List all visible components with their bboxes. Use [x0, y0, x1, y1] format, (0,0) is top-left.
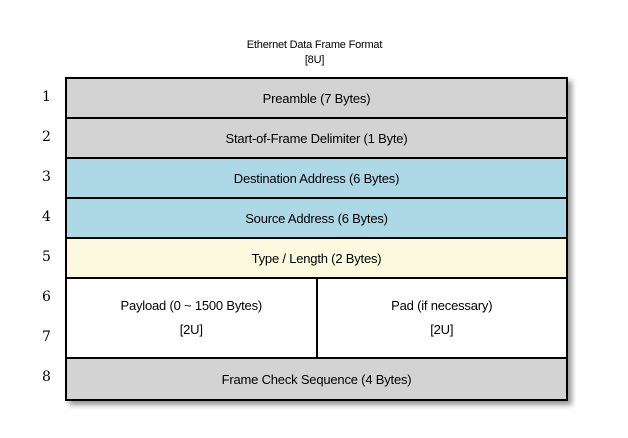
row-source-address-label: Source Address (6 Bytes)	[245, 210, 388, 226]
row-fcs-label: Frame Check Sequence (4 Bytes)	[221, 371, 412, 387]
row-destination-address-label: Destination Address (6 Bytes)	[233, 170, 400, 186]
diagram-title-line1: Ethernet Data Frame Format	[246, 39, 383, 51]
row-number-8: 8	[42, 369, 51, 385]
cell-pad-label: Pad (if necessary)	[391, 298, 493, 313]
row-number-column: 1 2 3 4 5 6 7 8	[28, 77, 65, 397]
row-number-6: 6	[42, 289, 51, 305]
row-number-7: 7	[42, 329, 51, 345]
row-sfd: Start-of-Frame Delimiter (1 Byte)	[67, 119, 566, 159]
row-sfd-label: Start-of-Frame Delimiter (1 Byte)	[225, 130, 408, 146]
row-number-1: 1	[42, 89, 51, 105]
row-source-address: Source Address (6 Bytes)	[67, 199, 566, 239]
row-preamble: Preamble (7 Bytes)	[67, 79, 566, 119]
row-preamble-label: Preamble (7 Bytes)	[262, 90, 371, 106]
row-number-2: 2	[42, 129, 51, 145]
row-number-3: 3	[42, 169, 51, 185]
cell-pad: Pad (if necessary) [2U]	[315, 279, 566, 357]
row-type-length-label: Type / Length (2 Bytes)	[251, 250, 382, 266]
row-destination-address: Destination Address (6 Bytes)	[67, 159, 566, 199]
diagram-title-line2: [8U]	[304, 54, 325, 66]
row-type-length: Type / Length (2 Bytes)	[67, 239, 566, 279]
row-fcs: Frame Check Sequence (4 Bytes)	[67, 359, 566, 399]
cell-payload: Payload (0 ~ 1500 Bytes) [2U]	[67, 279, 316, 357]
row-payload-pad: Payload (0 ~ 1500 Bytes) [2U] Pad (if ne…	[67, 279, 566, 359]
diagram-title: Ethernet Data Frame Format [8U]	[65, 38, 564, 68]
cell-payload-label: Payload (0 ~ 1500 Bytes)	[120, 298, 263, 313]
frame-table: Preamble (7 Bytes) Start-of-Frame Delimi…	[65, 77, 568, 401]
row-number-4: 4	[42, 209, 51, 225]
cell-pad-sublabel: [2U]	[430, 322, 454, 337]
row-number-5: 5	[42, 249, 51, 265]
cell-payload-sublabel: [2U]	[179, 322, 203, 337]
